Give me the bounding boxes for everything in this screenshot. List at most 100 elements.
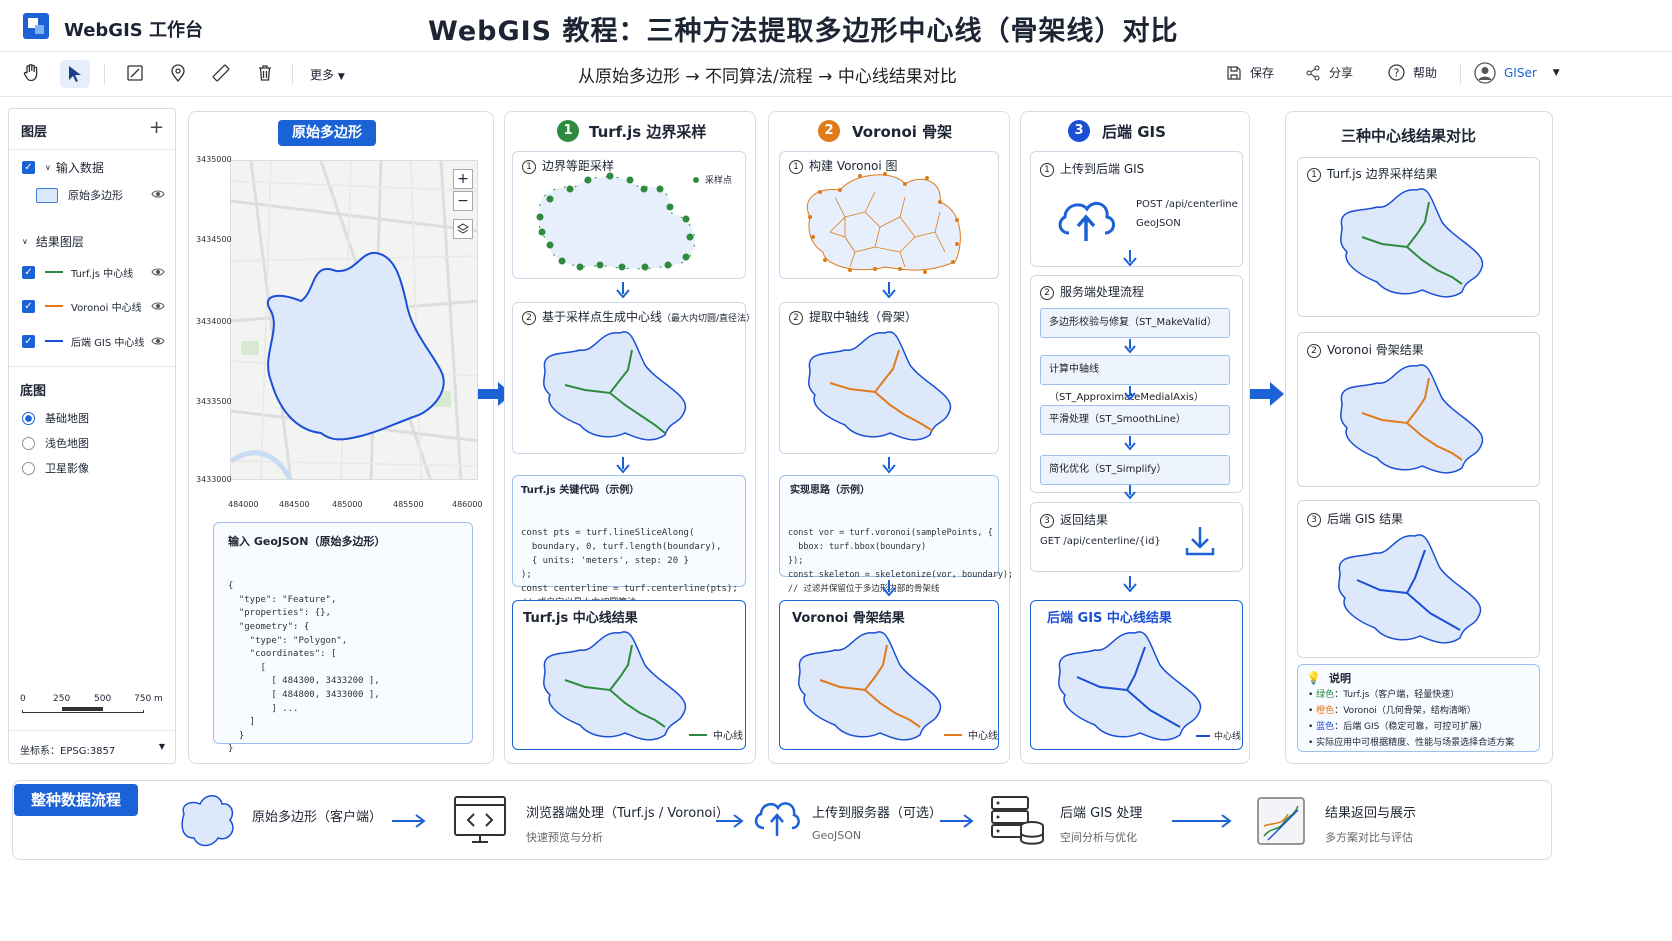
help-button[interactable]: ?帮助: [1388, 64, 1437, 81]
chevron-down-icon: ▼: [158, 742, 165, 751]
eye-icon[interactable]: [151, 335, 165, 349]
workflow-title: 整种数据流程: [14, 784, 138, 816]
lightbulb-icon: 💡: [1306, 671, 1321, 685]
layers-title: 图层: [21, 125, 48, 140]
voronoi-result-diagram: [798, 631, 942, 741]
help-icon: ?: [1388, 64, 1405, 81]
layers-toggle-button[interactable]: [453, 219, 473, 239]
download-icon: [1185, 527, 1215, 556]
cloud-upload-icon: [754, 802, 800, 836]
map-title-badge: 原始多边形: [278, 120, 376, 146]
arrow-down-icon: [616, 282, 630, 299]
layers-panel: 图层 +: [8, 108, 176, 764]
more-menu[interactable]: 更多 ▼: [310, 68, 345, 82]
compare-voronoi-diagram: [1340, 364, 1484, 474]
voronoi-layer-row[interactable]: ✓Voronoi 中心线: [22, 295, 142, 317]
zoom-in-button[interactable]: +: [453, 169, 473, 189]
flow-arrow-icon: [478, 380, 514, 411]
workflow-step: 原始多边形（客户端）: [252, 810, 383, 825]
eye-icon[interactable]: [151, 300, 165, 314]
input-layer-row[interactable]: 原始多边形: [36, 184, 123, 206]
arrow-down-icon: [1123, 576, 1137, 593]
get-endpoint: GET /api/centerline/{id}: [1040, 536, 1161, 547]
sample-legend: 采样点: [693, 173, 732, 186]
notes-box: 💡说明 • 绿色：Turf.js（客户端，轻量快速） • 橙色：Voronoi（…: [1297, 664, 1540, 752]
result-group-row[interactable]: ∨结果图层: [22, 234, 84, 249]
add-layer-button[interactable]: +: [149, 117, 165, 138]
process-step: 多边形校验与修复（ST_MakeValid）: [1040, 308, 1230, 338]
basemap-option[interactable]: 卫星影像: [22, 457, 89, 479]
stack-icon: [457, 223, 469, 234]
toolbar-subtitle: 从原始多边形 → 不同算法/流程 → 中心线结果对比: [578, 67, 957, 87]
server-database-icon: [991, 796, 1044, 845]
sample-points-diagram: [536, 172, 696, 271]
geojson-box: 输入 GeoJSON（原始多边形） { "type": "Feature", "…: [213, 522, 473, 754]
delete-button[interactable]: [252, 60, 278, 86]
arrow-down-icon: [1124, 339, 1136, 354]
process-step: 简化优化（ST_Simplify）: [1040, 455, 1230, 485]
arrow-down-icon: [882, 580, 896, 597]
zoom-out-button[interactable]: −: [453, 191, 473, 211]
workflow-step: 后端 GIS 处理 空间分析与优化: [1060, 806, 1143, 844]
marker-button[interactable]: [165, 60, 191, 86]
ruler-icon: [212, 64, 230, 82]
basemap-option[interactable]: 基础地图: [22, 407, 89, 429]
polygon-icon: [181, 795, 234, 847]
app-name: WebGIS 工作台: [64, 20, 204, 41]
map-view[interactable]: + −: [230, 160, 478, 480]
share-icon: [1306, 65, 1320, 80]
user-menu[interactable]: GISer▼: [1474, 62, 1560, 84]
save-icon: [1227, 65, 1241, 80]
backend-step3: [1030, 502, 1243, 572]
turf-layer-row[interactable]: ✓Turf.js 中心线: [22, 261, 133, 283]
basemap-option[interactable]: 浅色地图: [22, 432, 89, 454]
arrow-down-icon: [882, 457, 896, 474]
cursor-icon: [69, 66, 81, 82]
chevron-down-icon: ∨: [22, 236, 28, 246]
turf-centerline-diagram: [543, 331, 687, 441]
checkbox-icon[interactable]: ✓: [22, 160, 35, 174]
measure-button[interactable]: [208, 60, 234, 86]
eye-icon[interactable]: [151, 266, 165, 280]
eye-icon[interactable]: [151, 188, 165, 202]
voronoi-skeleton-diagram: [808, 331, 952, 441]
app-logo: [22, 12, 50, 40]
flow-arrow-icon: [1250, 380, 1286, 411]
select-tool-button[interactable]: [60, 60, 90, 88]
cloud-upload-icon: [1058, 201, 1115, 241]
hand-icon: [23, 64, 38, 82]
process-step: 平滑处理（ST_SmoothLine）: [1040, 405, 1230, 435]
basemap-title: 底图: [20, 384, 47, 399]
workflow-step: 上传到服务器（可选） GeoJSON: [812, 806, 943, 842]
backend-result-legend: 中心线: [1196, 729, 1241, 742]
draw-line-icon: [127, 65, 143, 81]
arrow-down-icon: [1124, 386, 1136, 401]
hand-tool-button[interactable]: [18, 60, 44, 86]
browser-code-icon: [454, 796, 506, 843]
chevron-down-icon: ∨: [45, 162, 51, 172]
draw-line-button[interactable]: [122, 60, 148, 86]
turf-code-box: Turf.js 关键代码（示例） const pts = turf.lineSl…: [512, 475, 746, 608]
avatar-icon: [1474, 62, 1496, 84]
trash-icon: [259, 65, 271, 81]
backend-layer-row[interactable]: ✓后端 GIS 中心线: [22, 330, 144, 352]
map-result-icon: [1257, 797, 1305, 845]
crs-select[interactable]: 坐标系：EPSG:3857▼: [20, 742, 165, 757]
save-button[interactable]: 保存: [1226, 64, 1274, 81]
input-group-row[interactable]: ✓∨输入数据: [22, 156, 104, 178]
compare-title: 三种中心线结果对比: [1341, 127, 1477, 145]
arrow-down-icon: [616, 457, 630, 474]
share-button[interactable]: 分享: [1305, 64, 1353, 81]
backend-step1: [1030, 151, 1243, 267]
workflow-step: 结果返回与展示 多方案对比与评估: [1325, 806, 1417, 844]
arrow-right-icon: [1172, 814, 1232, 828]
compare-turf-diagram: [1340, 188, 1484, 298]
scale-bar: 0 250 500 750 m: [20, 694, 165, 718]
arrow-right-icon: [716, 814, 744, 828]
backend-result-diagram: [1058, 631, 1202, 741]
location-pin-icon: [171, 64, 185, 83]
polygon-swatch-icon: [36, 187, 58, 203]
